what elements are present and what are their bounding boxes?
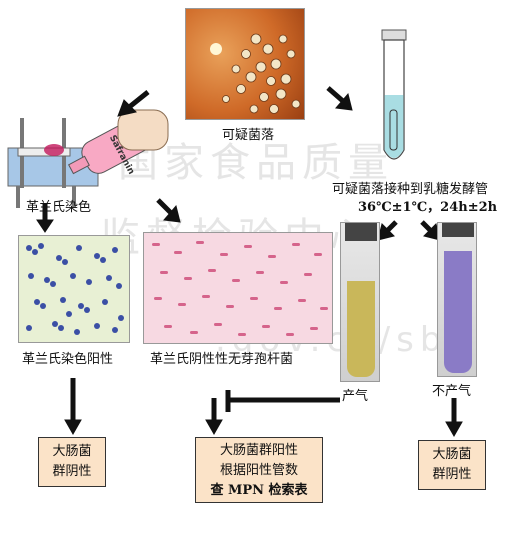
no-gas-tube-photo xyxy=(437,222,477,377)
result-middle-box: 大肠菌群阳性 根据阳性管数 查 MPN 检索表 xyxy=(195,437,323,503)
gram-negative-label: 革兰氏阴性性无芽孢杆菌 xyxy=(150,352,294,367)
result-left-line-2: 群阴性 xyxy=(52,464,92,479)
gram-stain-label: 革兰氏染色 xyxy=(26,200,92,215)
gram-positive-label: 革兰氏染色阳性 xyxy=(22,352,114,367)
result-left-line-1: 大肠菌 xyxy=(52,444,92,459)
result-middle-line-2: 根据阳性管数 xyxy=(219,463,298,478)
no-gas-tube-liquid xyxy=(444,251,472,373)
arrow-to-left-result xyxy=(64,419,82,436)
result-right-box: 大肠菌 群阴性 xyxy=(418,440,486,490)
gram-positive-photo xyxy=(18,235,130,343)
no-gas-label: 不产气 xyxy=(432,384,472,399)
result-right-line-2: 群阴性 xyxy=(432,467,472,482)
result-right-line-1: 大肠菌 xyxy=(432,447,472,462)
colonies-photo xyxy=(185,8,305,120)
lactose-label-1: 可疑菌落接种到乳糖发酵管 xyxy=(332,182,489,197)
arrow-to-negative xyxy=(163,204,181,223)
gas-label: 产气 xyxy=(342,389,369,404)
gram-positive-cells xyxy=(26,243,124,335)
watermark-line-1: 国家食品质量 xyxy=(118,140,394,186)
arrow-to-gram xyxy=(117,99,137,117)
gas-tube-cap xyxy=(345,223,377,241)
lactose-tube-icon xyxy=(381,29,407,160)
gram-stain-icon xyxy=(7,109,169,208)
gram-negative-photo xyxy=(143,232,333,344)
arrow-to-tube xyxy=(335,92,353,111)
result-middle-line-3: 查 MPN 检索表 xyxy=(210,483,308,498)
arrow-to-positive xyxy=(36,219,54,233)
colonies-label: 可疑菌落 xyxy=(222,128,275,143)
gas-tube-liquid xyxy=(347,281,375,377)
colonies-dots xyxy=(210,33,301,114)
gas-tube-photo xyxy=(340,222,380,382)
gram-negative-cells xyxy=(152,241,328,336)
result-left-box: 大肠菌 群阴性 xyxy=(38,437,106,487)
no-gas-tube-cap xyxy=(442,223,474,237)
lactose-label-2: 36℃±1℃，24h±2h xyxy=(358,200,498,215)
arrow-to-right-result xyxy=(445,421,463,438)
result-middle-line-1: 大肠菌群阳性 xyxy=(219,443,298,458)
arrow-to-gas xyxy=(377,223,395,241)
arrow-to-middle-result xyxy=(205,419,223,436)
